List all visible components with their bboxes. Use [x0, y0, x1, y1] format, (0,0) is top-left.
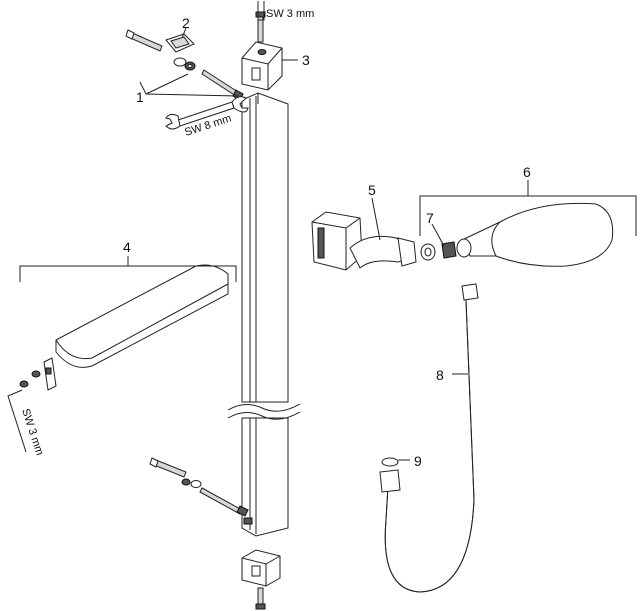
shower-hose [379, 283, 479, 593]
callout-2: 2 [182, 15, 190, 31]
top-washer-set [173, 57, 196, 71]
bottom-long-screw [199, 487, 253, 525]
handshower-holder [311, 211, 417, 271]
slide-rail [227, 92, 301, 537]
callout-3: 3 [302, 52, 310, 68]
top-cover-plate [165, 33, 195, 53]
top-dowel-screw [125, 29, 163, 52]
top-screw [255, 11, 266, 43]
leader-lines [19, 27, 637, 461]
callout-6: 6 [523, 164, 531, 180]
callout-9: 9 [414, 453, 422, 469]
wrench-icon [165, 96, 249, 130]
left-hex-key-label: SW 3 mm [19, 407, 45, 457]
callout-5: 5 [368, 182, 376, 198]
shelf [55, 264, 229, 368]
bottom-wall-mount [241, 549, 281, 610]
callout-7: 7 [426, 210, 434, 226]
callout-4: 4 [123, 239, 131, 255]
top-hex-key-icon [257, 1, 265, 21]
callout-8: 8 [436, 367, 444, 383]
filter-washer [420, 241, 457, 261]
left-hex-key-icon [7, 389, 27, 453]
top-wall-mount [241, 41, 283, 91]
top-hex-key-label: SW 3 mm [266, 8, 314, 20]
bottom-dowel-screw [149, 457, 202, 488]
handshower [456, 202, 614, 267]
shelf-bracket [19, 357, 57, 391]
callout-1: 1 [136, 89, 144, 105]
